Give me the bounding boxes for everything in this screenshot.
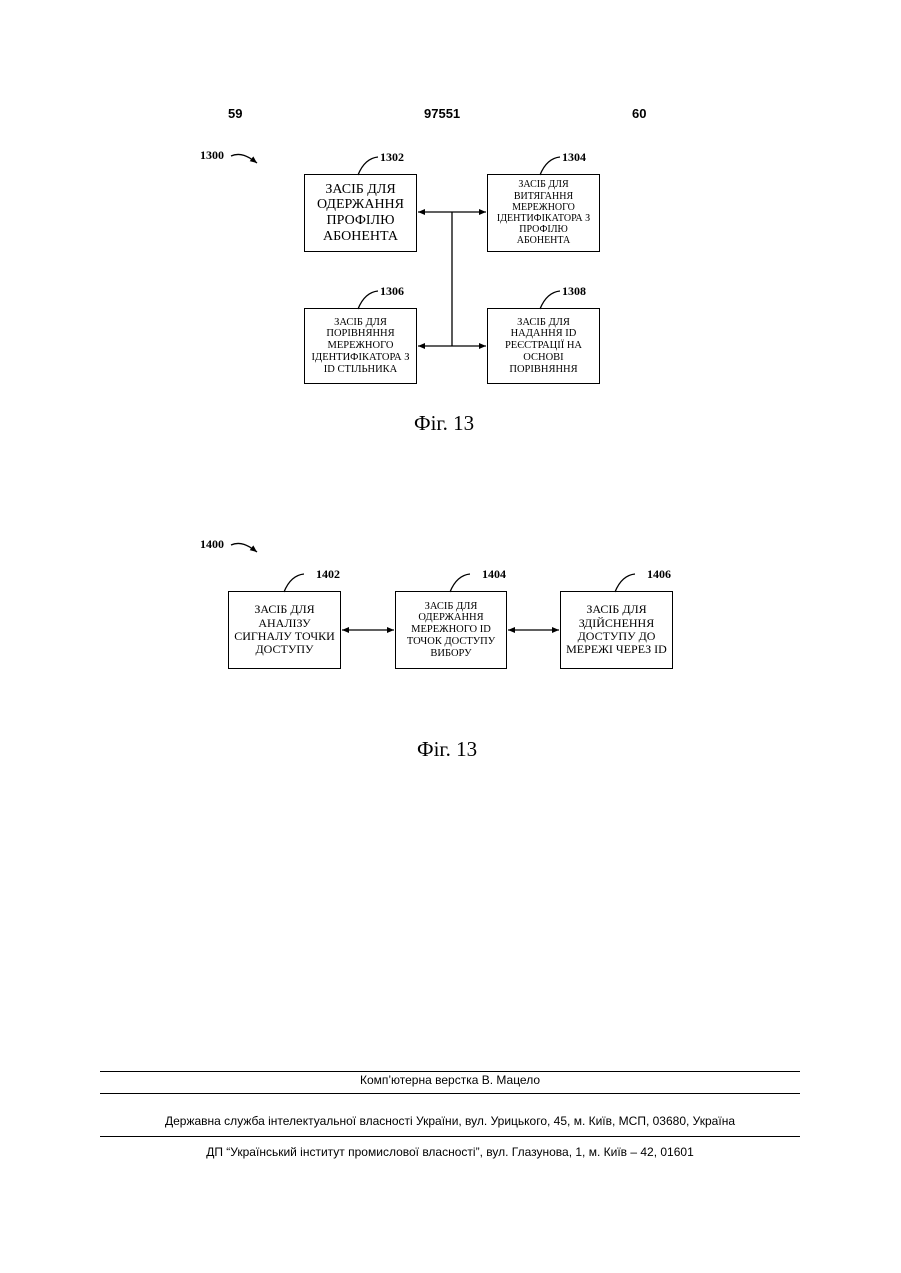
leader-1406 xyxy=(615,574,635,592)
block-1308: ЗАСІБ ДЛЯ НАДАННЯ ID РЕЄСТРАЦІЇ НА ОСНОВ… xyxy=(487,308,600,384)
block-1306: ЗАСІБ ДЛЯ ПОРІВНЯННЯ МЕРЕЖНОГО ІДЕНТИФІК… xyxy=(304,308,417,384)
block-1308-ref: 1308 xyxy=(562,284,586,299)
block-1402-ref: 1402 xyxy=(316,567,340,582)
diagram2-ref-arrow xyxy=(231,543,257,552)
block-1402: ЗАСІБ ДЛЯ АНАЛІЗУ СИГНАЛУ ТОЧКИ ДОСТУПУ xyxy=(228,591,341,669)
block-1402-label: ЗАСІБ ДЛЯ АНАЛІЗУ СИГНАЛУ ТОЧКИ ДОСТУПУ xyxy=(234,603,335,657)
block-1404: ЗАСІБ ДЛЯ ОДЕРЖАННЯ МЕРЕЖНОГО ID ТОЧОК Д… xyxy=(395,591,507,669)
leader-1306 xyxy=(358,291,378,309)
block-1406-ref: 1406 xyxy=(647,567,671,582)
diagram1-ref-arrow xyxy=(231,154,257,163)
block-1302-label: ЗАСІБ ДЛЯ ОДЕРЖАННЯ ПРОФІЛЮ АБОНЕНТА xyxy=(317,182,404,245)
block-1306-label: ЗАСІБ ДЛЯ ПОРІВНЯННЯ МЕРЕЖНОГО ІДЕНТИФІК… xyxy=(312,317,410,376)
leader-1304 xyxy=(540,157,560,175)
diagram1-ref: 1300 xyxy=(200,148,224,163)
footer-institute: ДП “Український інститут промислової вла… xyxy=(100,1145,800,1159)
leader-1404 xyxy=(450,574,470,592)
footer-rule-2 xyxy=(100,1093,800,1094)
leader-1308 xyxy=(540,291,560,309)
block-1404-label: ЗАСІБ ДЛЯ ОДЕРЖАННЯ МЕРЕЖНОГО ID ТОЧОК Д… xyxy=(407,601,495,660)
figure-caption-1: Фіг. 13 xyxy=(414,411,474,436)
block-1404-ref: 1404 xyxy=(482,567,506,582)
block-1304: ЗАСІБ ДЛЯ ВИТЯГАННЯ МЕРЕЖНОГО ІДЕНТИФІКА… xyxy=(487,174,600,252)
footer-office: Державна служба інтелектуальної власност… xyxy=(100,1114,800,1128)
leader-1402 xyxy=(284,574,304,592)
leader-1302 xyxy=(358,157,378,175)
footer-rule-1 xyxy=(100,1071,800,1072)
block-1406: ЗАСІБ ДЛЯ ЗДІЙСНЕННЯ ДОСТУПУ ДО МЕРЕЖІ Ч… xyxy=(560,591,673,669)
footer-rule-3 xyxy=(100,1136,800,1137)
block-1304-label: ЗАСІБ ДЛЯ ВИТЯГАННЯ МЕРЕЖНОГО ІДЕНТИФІКА… xyxy=(492,179,595,246)
block-1302: ЗАСІБ ДЛЯ ОДЕРЖАННЯ ПРОФІЛЮ АБОНЕНТА xyxy=(304,174,417,252)
block-1306-ref: 1306 xyxy=(380,284,404,299)
footer-layout-credit: Комп’ютерна верстка В. Мацело xyxy=(100,1073,800,1087)
block-1406-label: ЗАСІБ ДЛЯ ЗДІЙСНЕННЯ ДОСТУПУ ДО МЕРЕЖІ Ч… xyxy=(566,603,667,657)
block-1304-ref: 1304 xyxy=(562,150,586,165)
block-1302-ref: 1302 xyxy=(380,150,404,165)
diagram2-ref: 1400 xyxy=(200,537,224,552)
figure-caption-2: Фіг. 13 xyxy=(417,737,477,762)
block-1308-label: ЗАСІБ ДЛЯ НАДАННЯ ID РЕЄСТРАЦІЇ НА ОСНОВ… xyxy=(505,317,582,376)
